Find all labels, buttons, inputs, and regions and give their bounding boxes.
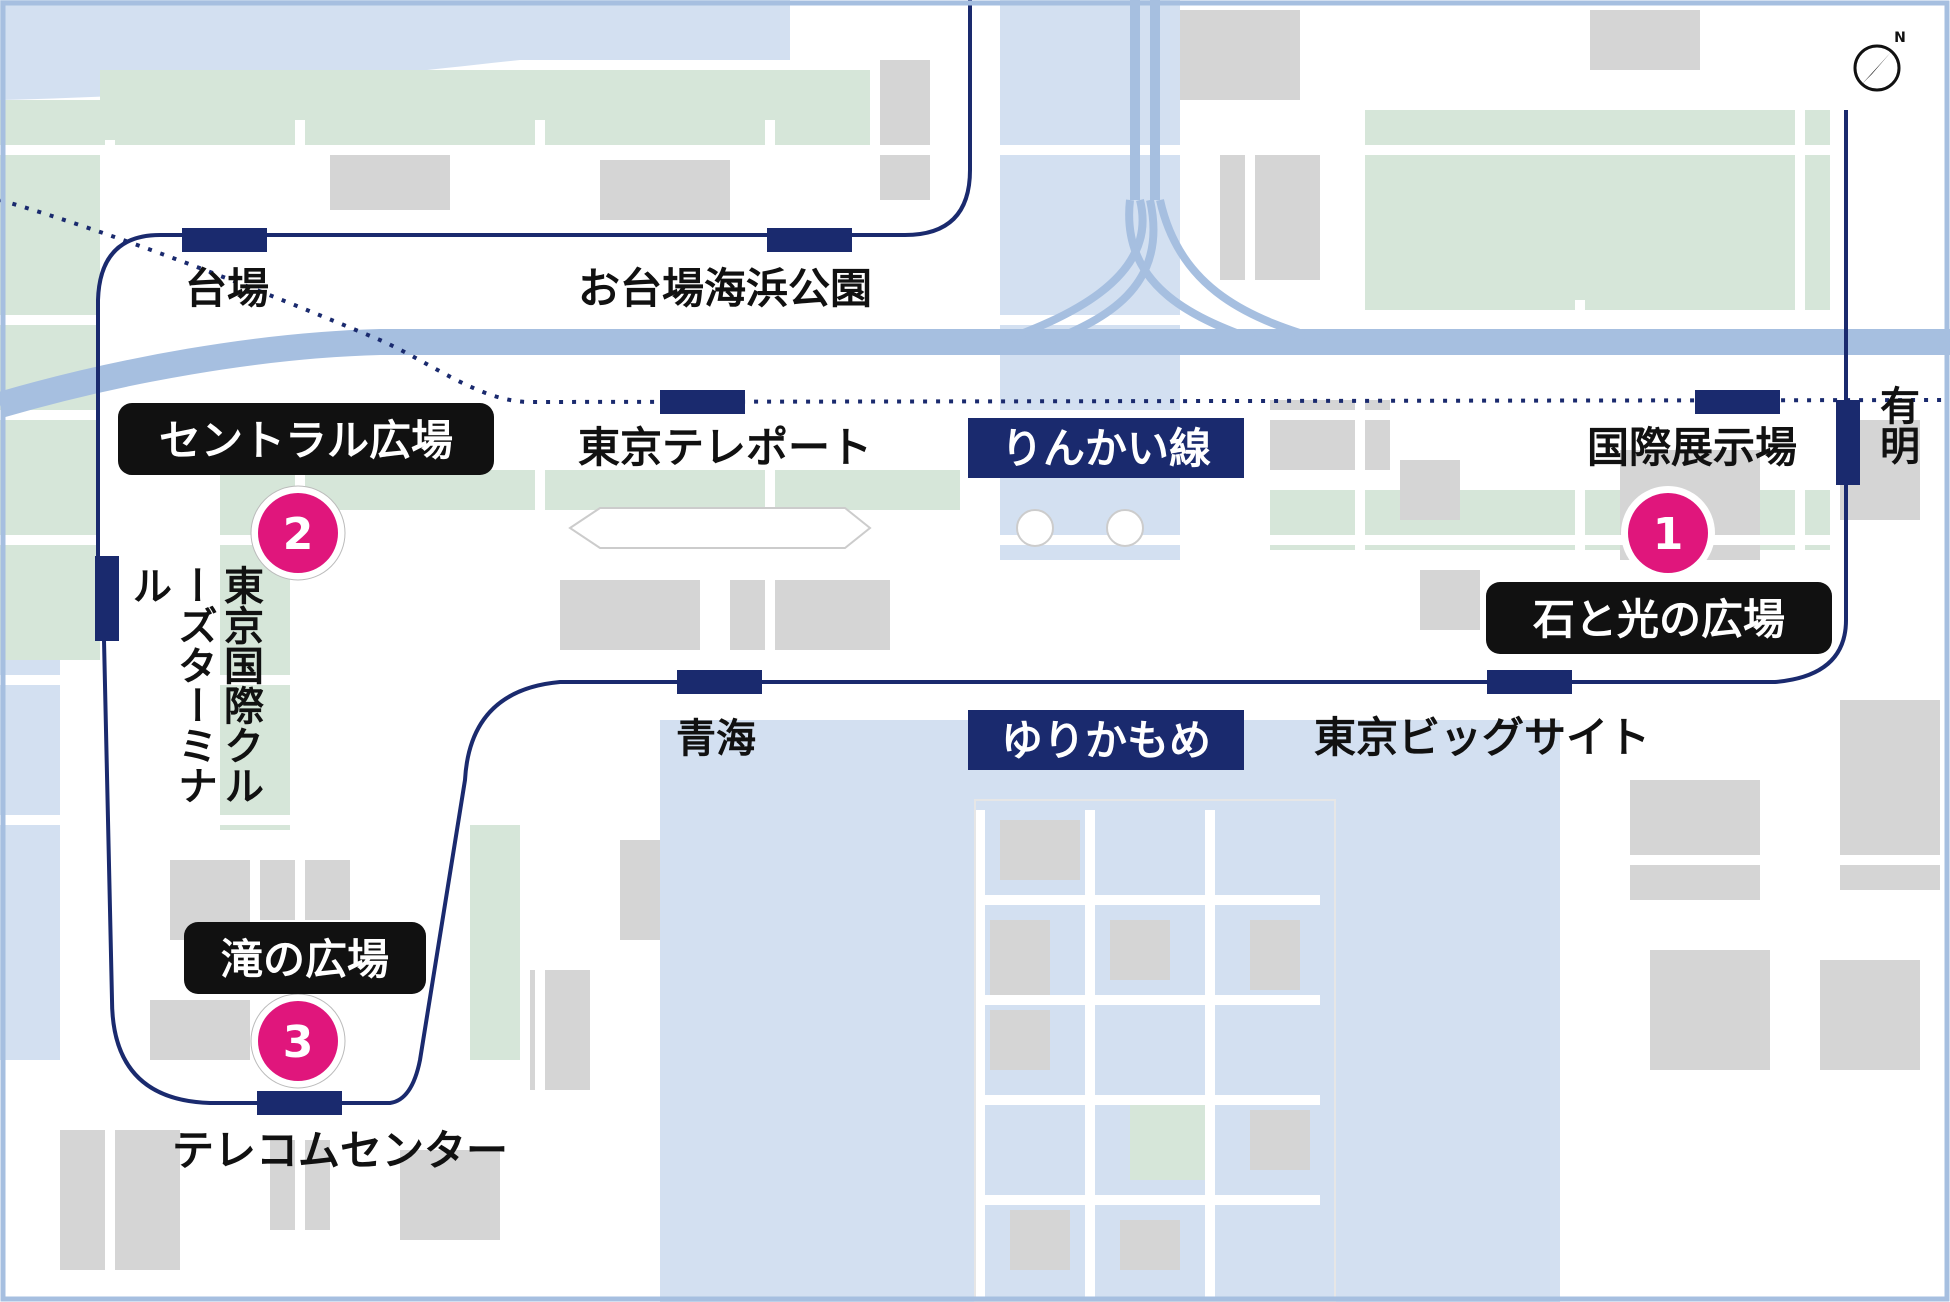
station-label-aomi: 青海	[676, 716, 756, 762]
building	[1250, 1110, 1310, 1170]
plaza-marker-3-number: 3	[283, 1017, 314, 1068]
building	[1630, 780, 1760, 900]
station-label-telecom-center: テレコムセンター	[172, 1126, 508, 1175]
park-north	[100, 70, 870, 150]
park-southwest	[470, 820, 520, 1060]
station-markers	[95, 228, 1860, 1115]
station-block-ariake	[1836, 400, 1860, 485]
building	[1110, 920, 1170, 980]
plaza-label-2: セントラル広場	[159, 416, 453, 465]
plaza-marker-1-number: 1	[1653, 509, 1684, 560]
expressway	[0, 0, 1950, 418]
building	[1590, 10, 1700, 70]
station-label-daiba: 台場	[185, 264, 269, 313]
plaza-label-box-1	[1486, 582, 1832, 654]
building	[1650, 950, 1770, 1070]
station-block-telecom-center	[257, 1091, 342, 1115]
station-label-ariake: 有明	[1873, 385, 1920, 466]
plaza-label-1: 石と光の広場	[1533, 595, 1785, 644]
station-label-tokyo-big-sight: 東京ビッグサイト	[1314, 713, 1650, 762]
building	[1180, 10, 1300, 100]
promenade-walkway	[568, 507, 872, 549]
building	[1420, 570, 1480, 630]
station-block-cruise-terminal	[95, 556, 119, 641]
buildings	[60, 10, 1940, 1270]
park-south	[1130, 1100, 1210, 1180]
building	[1250, 920, 1300, 990]
station-block-odaiba-kaihin-koen	[767, 228, 852, 252]
plaza-label-box-3	[184, 922, 426, 994]
plaza-marker-1-dot	[1628, 493, 1708, 573]
promenade-circle	[1106, 509, 1144, 547]
station-label-cruise-terminal: 東京国際クルーズターミナル	[125, 565, 263, 805]
promenade-park	[220, 470, 960, 510]
promenade-circle	[1016, 509, 1054, 547]
plaza-marker-2: 2	[250, 485, 346, 581]
plaza-label-box-2	[118, 403, 494, 475]
building	[1820, 960, 1920, 1070]
building	[1010, 1210, 1070, 1270]
station-label-cruise-terminal-box: 東京国際クルーズターミナル	[125, 565, 263, 805]
plaza-label-3: 滝の広場	[221, 935, 389, 984]
station-label-odaiba-kaihin-koen: お台場海浜公園	[578, 264, 872, 313]
building	[1000, 820, 1080, 880]
line-tag-yurikamome-text: ゆりかもめ	[1001, 716, 1211, 765]
building	[880, 60, 930, 200]
station-label-kokusai-tenjijo: 国際展示場	[1587, 423, 1797, 472]
station-block-tokyo-teleport	[660, 390, 745, 414]
station-block-daiba	[182, 228, 267, 252]
line-tag-yurikamome	[968, 710, 1244, 770]
station-block-tokyo-big-sight	[1487, 670, 1572, 694]
building	[400, 1150, 500, 1240]
building	[60, 1130, 180, 1270]
station-label-tokyo-teleport: 東京テレポート	[578, 423, 872, 472]
line-tag-rinkai-text: りんかい線	[1001, 424, 1211, 473]
plaza-marker-3: 3	[250, 993, 346, 1089]
building	[1220, 150, 1320, 280]
plaza-marker-1: 1	[1621, 486, 1715, 580]
compass-label: N	[1894, 30, 1906, 46]
building	[1120, 1220, 1180, 1270]
yurikamome-line-track	[96, 0, 1848, 1105]
plaza-marker-3-dot	[258, 1001, 338, 1081]
plaza-marker-2-dot	[258, 493, 338, 573]
building	[990, 920, 1050, 1000]
building	[620, 840, 660, 940]
building	[730, 580, 890, 650]
building	[150, 1000, 250, 1060]
station-block-aomi	[677, 670, 762, 694]
building	[330, 150, 450, 210]
line-tag-rinkai	[968, 418, 1244, 478]
plaza-marker-2-number: 2	[283, 509, 314, 560]
south-block-outline	[974, 799, 1336, 1302]
building	[600, 160, 730, 220]
water-west	[0, 660, 60, 1060]
park-northeast	[1360, 110, 1830, 310]
bay-water	[660, 720, 1560, 1302]
building	[560, 580, 700, 650]
building	[1400, 460, 1460, 520]
station-block-kokusai-tenjijo	[1695, 390, 1780, 414]
compass-icon: N	[1853, 30, 1906, 92]
building	[990, 1010, 1050, 1070]
